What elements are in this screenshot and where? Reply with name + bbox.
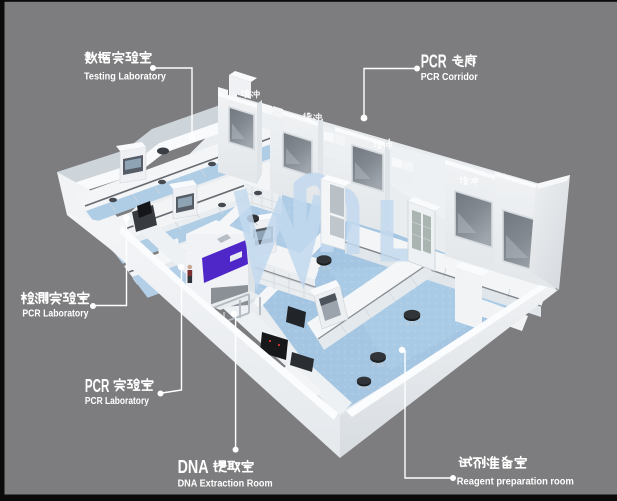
svg-text:Reagent preparation room: Reagent preparation room (457, 476, 574, 488)
svg-text:PCR Laboratory: PCR Laboratory (22, 309, 88, 320)
svg-text:PCR: PCR (85, 376, 110, 396)
svg-text:PCR: PCR (421, 51, 447, 71)
svg-text:PCR Corridor: PCR Corridor (421, 71, 478, 83)
svg-text:Testing Laboratory: Testing Laboratory (84, 71, 166, 83)
svg-text:DNA Extraction Room: DNA Extraction Room (178, 478, 273, 490)
svg-text:PCR Laboratory: PCR Laboratory (85, 396, 149, 407)
svg-text:DNA: DNA (178, 457, 209, 477)
